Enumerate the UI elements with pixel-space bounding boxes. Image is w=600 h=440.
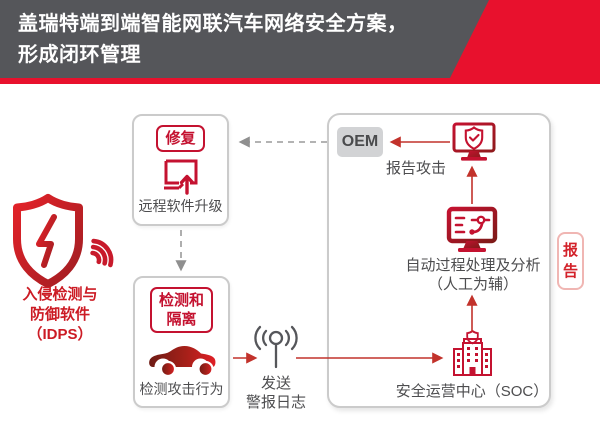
detect-caption: 检测攻击行为 <box>139 381 224 397</box>
repair-node: 修复 远程软件升级 <box>132 114 229 226</box>
page-title: 盖瑞特端到端智能网联汽车网络安全方案， 形成闭环管理 <box>18 9 408 71</box>
report-side-badge: 报 告 <box>557 232 584 290</box>
detect-badge-line2: 隔离 <box>166 311 197 328</box>
soc-label: 安全运营中心（SOC） <box>395 383 549 400</box>
idps-label-line2: 防御软件 <box>29 306 90 323</box>
send-alert-line1: 发送 <box>260 375 291 392</box>
shield-lightning-icon <box>13 194 114 288</box>
report-attack-label: 报告攻击 <box>386 160 447 177</box>
send-alert-label: 发送 警报日志 <box>228 374 324 412</box>
antenna-icon <box>254 325 298 369</box>
repair-badge: 修复 <box>156 125 205 152</box>
oem-badge: OEM <box>337 127 383 157</box>
page-title-line1: 盖瑞特端到端智能网联汽车网络安全方案， <box>18 13 408 35</box>
page-title-line2: 形成闭环管理 <box>18 44 141 66</box>
detect-badge: 检测和 隔离 <box>149 287 213 333</box>
detect-badge-line1: 检测和 <box>158 292 204 309</box>
report-badge-line1: 报 <box>562 242 578 259</box>
auto-process-line2: （人工为辅） <box>427 276 518 293</box>
car-icon <box>148 346 215 378</box>
signal-waves-icon <box>90 238 114 268</box>
idps-label-line1: 入侵检测与 <box>22 286 98 303</box>
auto-process-label: 自动过程处理及分析 （人工为辅） <box>383 256 563 294</box>
header-underline <box>0 78 600 84</box>
building-icon <box>453 330 492 376</box>
send-alert-line2: 警报日志 <box>245 394 306 411</box>
header-banner: 盖瑞特端到端智能网联汽车网络安全方案， 形成闭环管理 <box>0 0 600 78</box>
idps-label: 入侵检测与 防御软件 （IDPS） <box>0 285 120 345</box>
idps-label-line3: （IDPS） <box>27 326 93 343</box>
report-badge-line2: 告 <box>562 263 578 280</box>
monitor-shield-icon <box>452 122 496 161</box>
repair-caption: 远程软件升级 <box>138 198 223 214</box>
detect-node: 检测和 隔离 检测攻击行为 <box>133 276 230 408</box>
auto-process-line1: 自动过程处理及分析 <box>405 257 541 274</box>
monitor-upload-icon <box>163 159 197 195</box>
monitor-process-icon <box>446 206 498 252</box>
